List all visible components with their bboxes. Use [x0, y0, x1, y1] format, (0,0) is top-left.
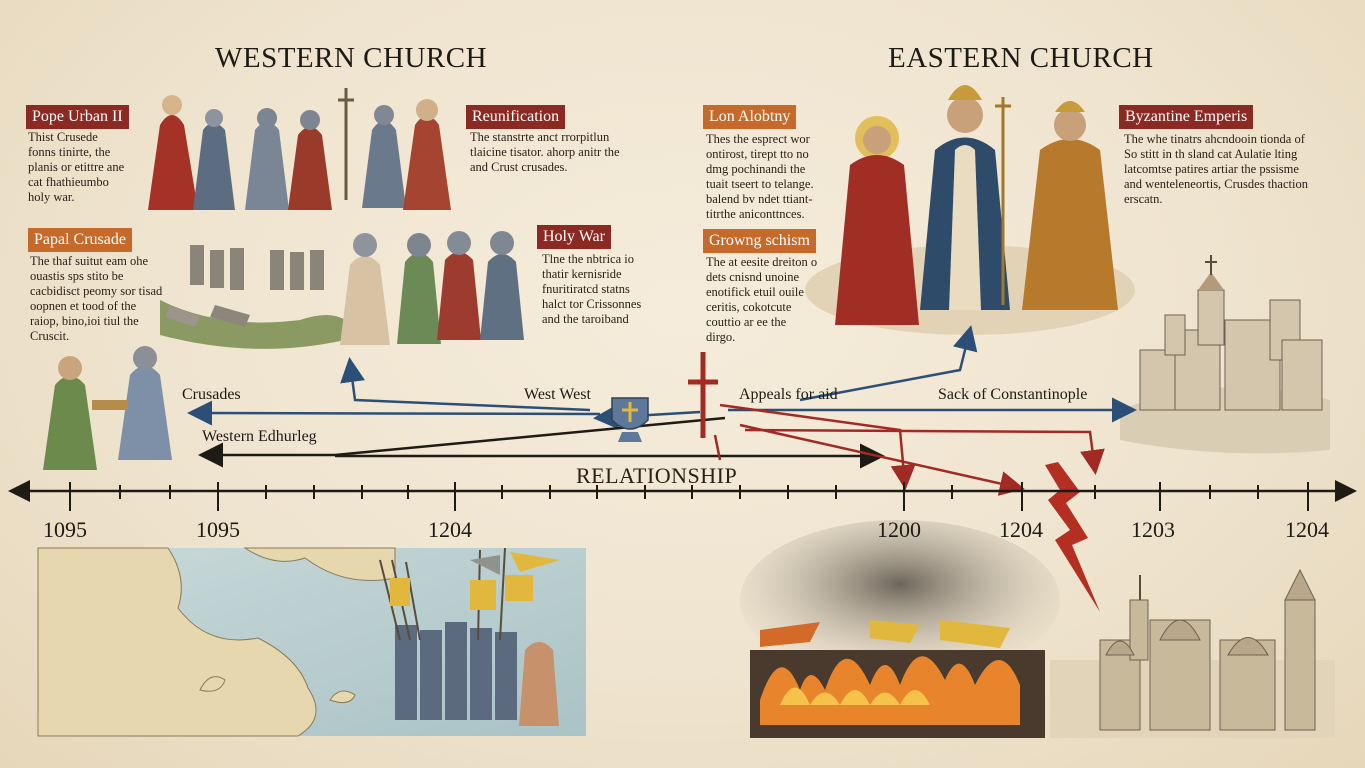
- constantinople-city: [1120, 255, 1330, 454]
- knights-figures: [340, 231, 524, 345]
- tag-holy-war: Holy War: [537, 225, 611, 249]
- battle-scene: [160, 245, 345, 349]
- western-church-heading: WESTERN CHURCH: [215, 42, 488, 74]
- cross-icon: [688, 352, 718, 438]
- timeline-ticks: [69, 482, 1309, 511]
- note-holy-war: Tlne the nbtrica io thatir kernisride fn…: [542, 252, 642, 326]
- tag-reunification: Reunification: [466, 105, 566, 129]
- shield-icon: [611, 397, 649, 442]
- eastern-church-heading: EASTERN CHURCH: [888, 42, 1154, 74]
- note-byzantine-emperis: The whe tinatrs ahcndooin tionda of So s…: [1124, 132, 1308, 206]
- year-label: 1204: [1285, 517, 1329, 542]
- relationship-title: RELATIONSHIP: [576, 463, 738, 488]
- note-reunification: The stanstrte anct rrorpitlun tlaicine t…: [470, 130, 620, 174]
- tag-byzantine-emperis: Byzantine Emperis: [1119, 105, 1254, 129]
- year-label: 1204: [999, 517, 1043, 542]
- year-label: 1095: [43, 517, 87, 542]
- tag-papal-crusade: Papal Crusade: [28, 228, 132, 252]
- label-sack-of-constantinople: Sack of Constantinople: [938, 386, 1088, 403]
- year-label: 1200: [877, 517, 921, 542]
- note-growng-schism: The at eesite dreiton o dets cnisnd unoi…: [706, 255, 818, 344]
- burning-city: [740, 520, 1060, 738]
- tag-lon-alobtny: Lon Alobtny: [703, 105, 797, 129]
- note-pope-urban: Thist Crusede fonns tinirte, the planis …: [28, 130, 125, 204]
- note-lon-alobtny: Thes the esprect wor ontirost, tirept tt…: [706, 132, 814, 221]
- eastern-clergy-figures: [805, 85, 1135, 335]
- western-clergy-figures: [148, 88, 451, 210]
- timeline-axis: [8, 480, 1357, 502]
- year-label: 1204: [428, 517, 472, 542]
- lightning-icon: [1045, 462, 1100, 612]
- crusader-army: [379, 547, 560, 726]
- year-label: 1095: [196, 517, 240, 542]
- tag-pope-urban: Pope Urban II: [26, 105, 129, 129]
- year-label: 1203: [1131, 517, 1175, 542]
- relation-arrows: [187, 325, 1137, 496]
- domed-city: [1050, 568, 1335, 738]
- label-appeals-for-aid: Appeals for aid: [739, 386, 838, 403]
- mediterranean-map: [37, 547, 586, 737]
- note-papal-crusade: The thaf suitut eam ohe ouastis sps stit…: [30, 254, 163, 343]
- label-west-west: West West: [524, 386, 591, 403]
- tag-growng-schism: Growng schism: [703, 229, 816, 253]
- trade-figures: [43, 346, 172, 470]
- label-western-edge: Western Edhurleg: [202, 428, 317, 445]
- label-crusades: Crusades: [182, 386, 241, 403]
